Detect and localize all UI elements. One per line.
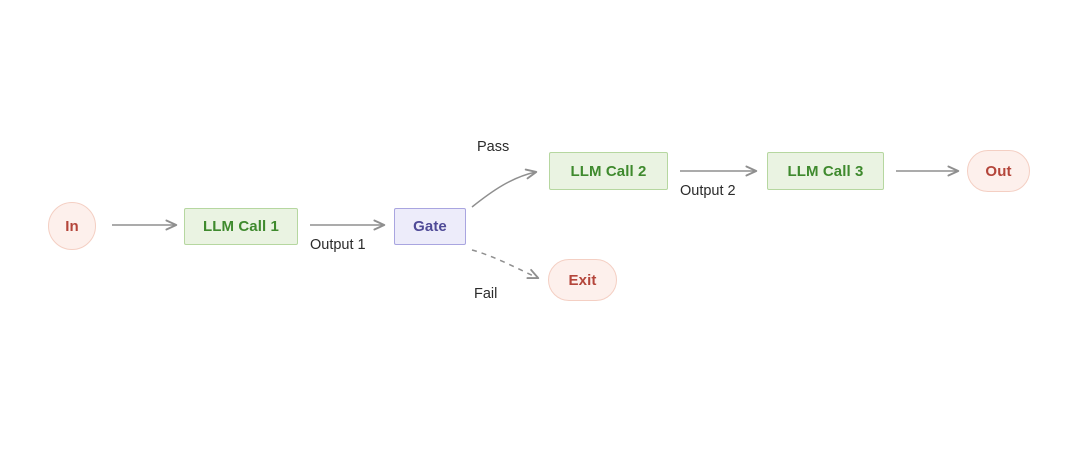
edge-label-pass: Pass [477,139,510,155]
node-llm-call-2[interactable]: LLM Call 2 [549,152,668,190]
node-out[interactable]: Out [967,150,1030,192]
node-llm-call-3[interactable]: LLM Call 3 [767,152,884,190]
node-llm-call-3-label: LLM Call 3 [787,162,864,180]
node-llm-call-2-label: LLM Call 2 [570,162,647,180]
edge-gate-to-call2 [471,168,538,208]
node-in-label: In [65,217,79,235]
edge-label-fail: Fail [474,286,498,302]
node-llm-call-1[interactable]: LLM Call 1 [184,208,298,245]
node-gate-label: Gate [413,218,447,235]
edge-label-output-1: Output 1 [310,237,366,253]
node-in[interactable]: In [48,202,96,250]
edge-label-output-2: Output 2 [680,183,736,199]
node-gate[interactable]: Gate [394,208,466,245]
node-out-label: Out [985,162,1012,180]
edge-gate-to-exit [471,249,540,280]
node-exit[interactable]: Exit [548,259,617,301]
node-exit-label: Exit [568,271,597,289]
node-llm-call-1-label: LLM Call 1 [202,218,279,235]
